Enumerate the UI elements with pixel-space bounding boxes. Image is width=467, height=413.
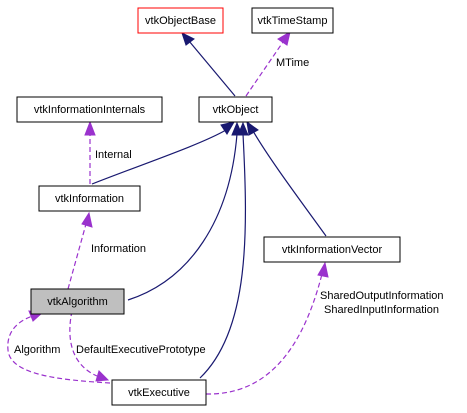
edge-executive-to-algorithm-arrowhead	[95, 370, 110, 382]
edge-executive-to-object-arrowhead	[237, 121, 249, 136]
node-vtkinformation[interactable]: vtkInformation	[38, 185, 141, 212]
label-internal: Internal	[95, 149, 132, 161]
edge-executive-to-algorithm	[69, 310, 98, 377]
node-vtkexecutive-label: vtkExecutive	[128, 387, 190, 399]
label-default-executive-prototype: DefaultExecutivePrototype	[76, 344, 206, 356]
edge-object-to-objectbase	[188, 40, 236, 97]
label-shared-output-information: SharedOutputInformation	[320, 290, 444, 302]
node-vtkobject-label: vtkObject	[213, 104, 259, 116]
label-shared-input-information: SharedInputInformation	[324, 304, 439, 316]
edge-information-to-algorithm-arrowhead	[81, 211, 93, 228]
edge-infovector-to-object	[252, 130, 327, 237]
edge-timestamp-to-object-arrowhead	[277, 30, 291, 46]
node-vtkinformationinternals[interactable]: vtkInformationInternals	[16, 96, 163, 123]
node-vtkobject[interactable]: vtkObject	[198, 96, 273, 123]
label-information: Information	[91, 243, 146, 255]
node-vtkinformation-label: vtkInformation	[55, 193, 124, 205]
label-algorithm: Algorithm	[14, 344, 60, 356]
edge-internals-to-information-arrowhead	[84, 120, 96, 136]
node-vtkalgorithm-current[interactable]: vtkAlgorithm	[30, 288, 125, 315]
node-vtktimestamp[interactable]: vtkTimeStamp	[251, 7, 334, 34]
edge-executive-to-object	[199, 133, 246, 379]
edge-algorithm-to-object	[127, 133, 238, 301]
node-vtkalgorithm-label: vtkAlgorithm	[47, 296, 108, 308]
node-vtktimestamp-label: vtkTimeStamp	[258, 15, 328, 27]
edge-information-to-object	[91, 129, 227, 185]
edge-information-to-object-arrowhead	[220, 121, 236, 135]
edge-algorithm-to-executive	[7, 315, 111, 384]
edge-infovector-to-executive	[205, 273, 323, 395]
node-vtkobjectbase[interactable]: vtkObjectBase	[137, 7, 224, 34]
edge-infovector-to-object-arrowhead	[246, 120, 259, 136]
edge-object-to-objectbase-arrowhead	[181, 32, 195, 46]
node-vtkobjectbase-label: vtkObjectBase	[145, 15, 216, 27]
edge-infovector-to-executive-arrowhead	[317, 261, 329, 278]
label-mtime: MTime	[276, 57, 309, 69]
edge-information-to-algorithm	[67, 223, 87, 290]
edge-timestamp-to-object	[245, 41, 284, 97]
node-vtkinformationvector[interactable]: vtkInformationVector	[263, 236, 401, 263]
node-vtkexecutive[interactable]: vtkExecutive	[111, 379, 207, 406]
node-vtkinformationvector-label: vtkInformationVector	[282, 244, 383, 256]
node-vtkinformationinternals-label: vtkInformationInternals	[34, 104, 146, 116]
